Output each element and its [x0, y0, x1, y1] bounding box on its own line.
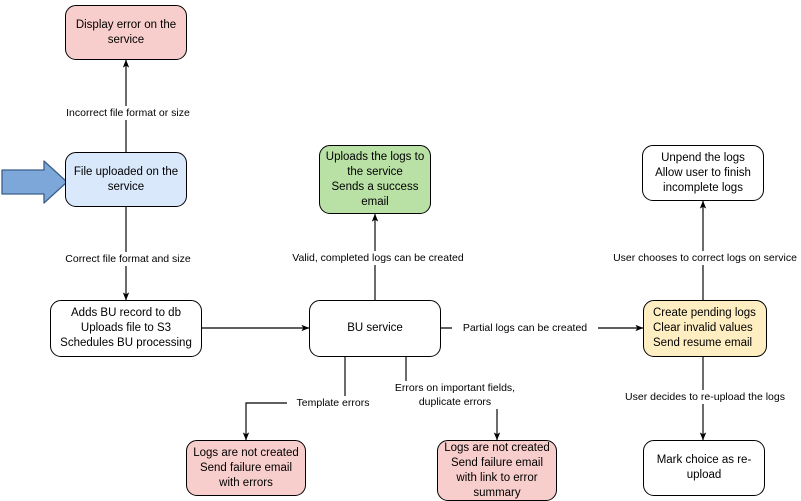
node-file-uploaded[interactable]: File uploaded on the service	[65, 152, 187, 207]
node-adds-bu-record[interactable]: Adds BU record to db Uploads file to S3 …	[50, 300, 202, 357]
edge-label-correct-format: Correct file format and size	[52, 252, 204, 266]
node-unpend-logs[interactable]: Unpend the logs Allow user to finish inc…	[642, 145, 764, 201]
edge-label-user-reupload: User decides to re-upload the logs	[613, 390, 797, 404]
edge-label-template-errors: Template errors	[287, 396, 379, 410]
edge-label-valid-logs: Valid, completed logs can be created	[283, 251, 473, 265]
edge-label-partial-logs: Partial logs can be created	[452, 321, 598, 335]
node-create-pending-logs[interactable]: Create pending logs Clear invalid values…	[643, 300, 767, 357]
node-logs-not-created-template[interactable]: Logs are not created Send failure email …	[186, 440, 306, 496]
node-uploads-logs[interactable]: Uploads the logs to the service Sends a …	[319, 145, 431, 214]
edge-label-user-corrects: User chooses to correct logs on service	[605, 251, 801, 265]
edge-label-incorrect-format: Incorrect file format or size	[52, 106, 204, 120]
node-bu-service[interactable]: BU service	[309, 300, 441, 357]
node-display-error[interactable]: Display error on the service	[65, 5, 187, 60]
node-logs-not-created-summary[interactable]: Logs are not created Send failure email …	[437, 440, 557, 501]
entry-block-arrow	[1, 160, 68, 204]
edge-label-important-errors: Errors on important fields, duplicate er…	[392, 381, 518, 409]
node-mark-reupload[interactable]: Mark choice as re- upload	[643, 440, 765, 496]
